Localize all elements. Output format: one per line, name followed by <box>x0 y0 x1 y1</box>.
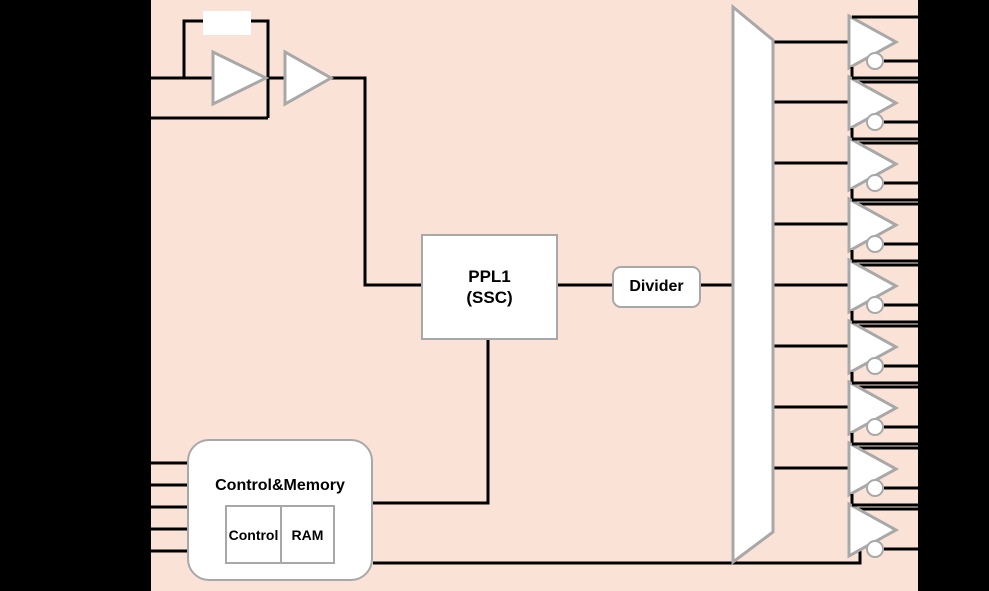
output-buffer-3[interactable] <box>847 135 918 206</box>
output-buffer-5[interactable] <box>847 257 918 328</box>
control-subblock[interactable]: Control <box>228 526 279 543</box>
inverting-bubble-icon <box>866 357 884 375</box>
control-memory-block[interactable]: Control&Memory Control RAM <box>187 439 373 581</box>
output-buffer-group <box>847 13 918 559</box>
amplifier-2[interactable] <box>283 49 335 107</box>
wire-feedback-left <box>182 19 203 78</box>
ram-subblock[interactable]: RAM <box>280 507 333 562</box>
amplifier-1[interactable] <box>211 49 270 107</box>
output-buffer-6[interactable] <box>847 318 918 389</box>
pll-block[interactable]: PPL1 (SSC) <box>421 234 558 340</box>
divider-block[interactable]: Divider <box>612 266 701 308</box>
pll-label-line2: (SSC) <box>466 288 513 307</box>
inverting-bubble-icon <box>866 113 884 131</box>
control-memory-subblocks: Control RAM <box>225 505 335 564</box>
inverting-bubble-icon <box>866 479 884 497</box>
resistor-backdrop <box>203 11 251 35</box>
output-buffer-4[interactable] <box>847 196 918 267</box>
control-memory-title: Control&Memory <box>215 477 345 494</box>
output-buffer-2[interactable] <box>847 74 918 145</box>
mux-block[interactable] <box>731 3 775 565</box>
inverting-bubble-icon <box>866 235 884 253</box>
divider-label: Divider <box>629 278 684 295</box>
output-buffer-1[interactable] <box>847 13 918 84</box>
inverting-bubble-icon <box>866 52 884 70</box>
inverting-bubble-icon <box>866 296 884 314</box>
inverting-bubble-icon <box>866 174 884 192</box>
output-buffer-8[interactable] <box>847 440 918 511</box>
wire-ctrl-to-buffer9 <box>373 529 862 565</box>
wire-ctrl-to-pll <box>373 336 490 505</box>
output-buffer-7[interactable] <box>847 379 918 450</box>
output-buffer-9[interactable] <box>847 501 918 559</box>
inverting-bubble-icon <box>866 418 884 436</box>
pll-label-line1: PPL1 <box>468 266 511 286</box>
wire-osc-to-pll <box>330 76 421 287</box>
wire-feedback-right <box>251 19 270 118</box>
inverting-bubble-icon <box>866 540 884 558</box>
